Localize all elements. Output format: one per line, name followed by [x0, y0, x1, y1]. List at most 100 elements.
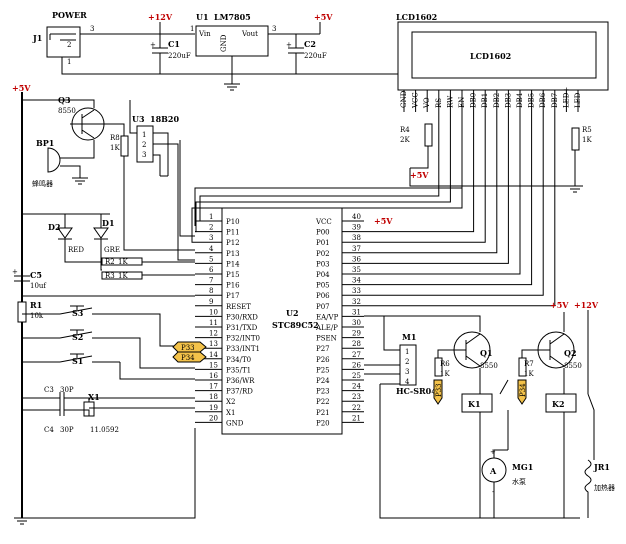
mcu-pin-name: RESET [226, 303, 251, 311]
mcu-pin-number: 10 [209, 308, 218, 316]
mcu-pin-number: 40 [352, 213, 361, 221]
r6-ref: R6 [440, 360, 450, 368]
net-5v-top-label: +5V [314, 12, 333, 22]
c5-val: 10uf [30, 282, 47, 290]
reg-ref: U1 [196, 12, 209, 22]
mcu-pin-name: P37/RD [226, 388, 253, 396]
mcu-pin-name: P31/TXD [226, 324, 258, 332]
bus-line [364, 112, 509, 264]
mcu-pin-name: P10 [226, 218, 240, 226]
mcu-pin-name: P21 [316, 409, 330, 417]
q1-val: 8550 [480, 362, 498, 370]
c1-val: 220uF [168, 52, 191, 60]
mcu-name: STC89C52 [272, 320, 319, 330]
switch-group [22, 305, 195, 380]
lcd-pin-label: DB3 [504, 93, 512, 108]
mcu-pin-number: 19 [209, 404, 218, 412]
mcu-pin-name: P06 [316, 292, 330, 300]
reg-pin1: 1 [190, 25, 194, 33]
r6-val: 1K [440, 370, 450, 378]
u3-ref: U3 [132, 114, 145, 124]
mcu-pin-number: 14 [209, 351, 218, 359]
c4-val: 30P [60, 426, 74, 434]
lcd-pin-label: DB4 [516, 92, 524, 108]
mcu-pin-number: 26 [352, 361, 361, 369]
reg-gnd: GND [220, 34, 228, 52]
mcu-pin-name: ALE/P [315, 324, 338, 332]
mcu-pin-number: 29 [352, 330, 361, 338]
buzzer-body [47, 147, 61, 173]
lcd-pin-label: VO [423, 97, 431, 109]
s1-label: S1 [72, 356, 83, 366]
r8-val: 1K [110, 144, 120, 152]
bus-line [364, 112, 533, 286]
power-jack-body [46, 26, 81, 58]
mcu-pin-name: P11 [226, 229, 240, 237]
k2-relay [545, 393, 577, 413]
mcu-pin-name: P15 [226, 271, 240, 279]
bus-line [364, 112, 544, 296]
mcu-section: U2 STC89C52 1P102P113P124P135P146P157P16… [22, 140, 462, 519]
r7-ref: R7 [524, 360, 534, 368]
ctrl-line [195, 112, 451, 233]
switch-actuator [70, 353, 84, 358]
mcu-pin-name: P01 [316, 239, 330, 247]
r4-ref: R4 [400, 126, 410, 134]
mcu-ref: U2 [286, 308, 299, 318]
right-5v-label: +5V [550, 300, 569, 310]
jack-name: POWER [52, 10, 87, 20]
motor-plus: + [490, 448, 496, 456]
p34-right-text: P34 [519, 383, 527, 397]
mcu-pin-name: P30/RXD [226, 313, 258, 321]
r8-resistor [120, 135, 129, 157]
bus-line [364, 112, 556, 307]
net-12v-label: +12V [148, 12, 173, 22]
mcu-pin-number: 6 [209, 266, 214, 274]
mcu-pin-name: P00 [316, 229, 330, 237]
mcu-pin-name: P14 [226, 260, 240, 268]
mcu-pin-name: P07 [316, 303, 330, 311]
mcu-pin-name: P13 [226, 250, 240, 258]
data-bus [191, 112, 556, 307]
mcu-pin-name: PSEN [316, 335, 337, 343]
bp1-ref: BP1 [36, 138, 54, 148]
mcu-pin-number: 25 [352, 372, 361, 380]
mcu-pin-name: VCC [315, 218, 332, 226]
r1-ref: R1 [30, 300, 42, 310]
lcd-pin-label: RW [446, 95, 454, 108]
jack-ref: J1 [32, 33, 42, 43]
p33-right-text: P33 [435, 383, 443, 397]
left-section: +5V Q3 8550 BP1 蜂鸣器 R8 1K U3 18B20 1 2 3… [12, 83, 195, 525]
reg-pin3: 3 [272, 25, 276, 33]
lcd-pin-label: EN [458, 97, 466, 108]
mcu-pin-name: P36/WR [226, 377, 255, 385]
mcu-pin-name: P17 [226, 292, 240, 300]
jack-pin2: 2 [67, 41, 71, 49]
d2-ref: D2 [48, 222, 61, 232]
bus-line [364, 112, 521, 275]
mcu-pin-name: P25 [316, 366, 330, 374]
mcu-pin-name: P24 [316, 377, 330, 385]
lcd-pin-label: LED- [574, 89, 582, 108]
mcu-pin-name: P26 [316, 356, 330, 364]
mcu-pin-number: 18 [209, 393, 218, 401]
mcu-left-pins: 1P102P113P124P135P146P157P168P179RESET10… [195, 213, 260, 427]
k2-label: K2 [552, 399, 565, 409]
c2-val: 220uF [304, 52, 327, 60]
mcu-pin-number: 12 [209, 330, 218, 338]
k1-relay [461, 393, 493, 413]
mcu-pin-number: 31 [352, 308, 361, 316]
reg-vout: Vout [241, 30, 258, 38]
r2-ref: R2 [105, 258, 115, 266]
s2-label: S2 [72, 332, 83, 342]
mcu-pin-number: 23 [352, 393, 361, 401]
mcu-pin-name: P03 [316, 260, 330, 268]
tag-p33-text: P33 [181, 344, 195, 352]
mcu-pin-number: 15 [209, 361, 218, 369]
mcu-pin-number: 13 [209, 340, 218, 348]
mcu-pin-number: 24 [352, 383, 361, 391]
jr1-ref: JR1 [593, 462, 610, 472]
